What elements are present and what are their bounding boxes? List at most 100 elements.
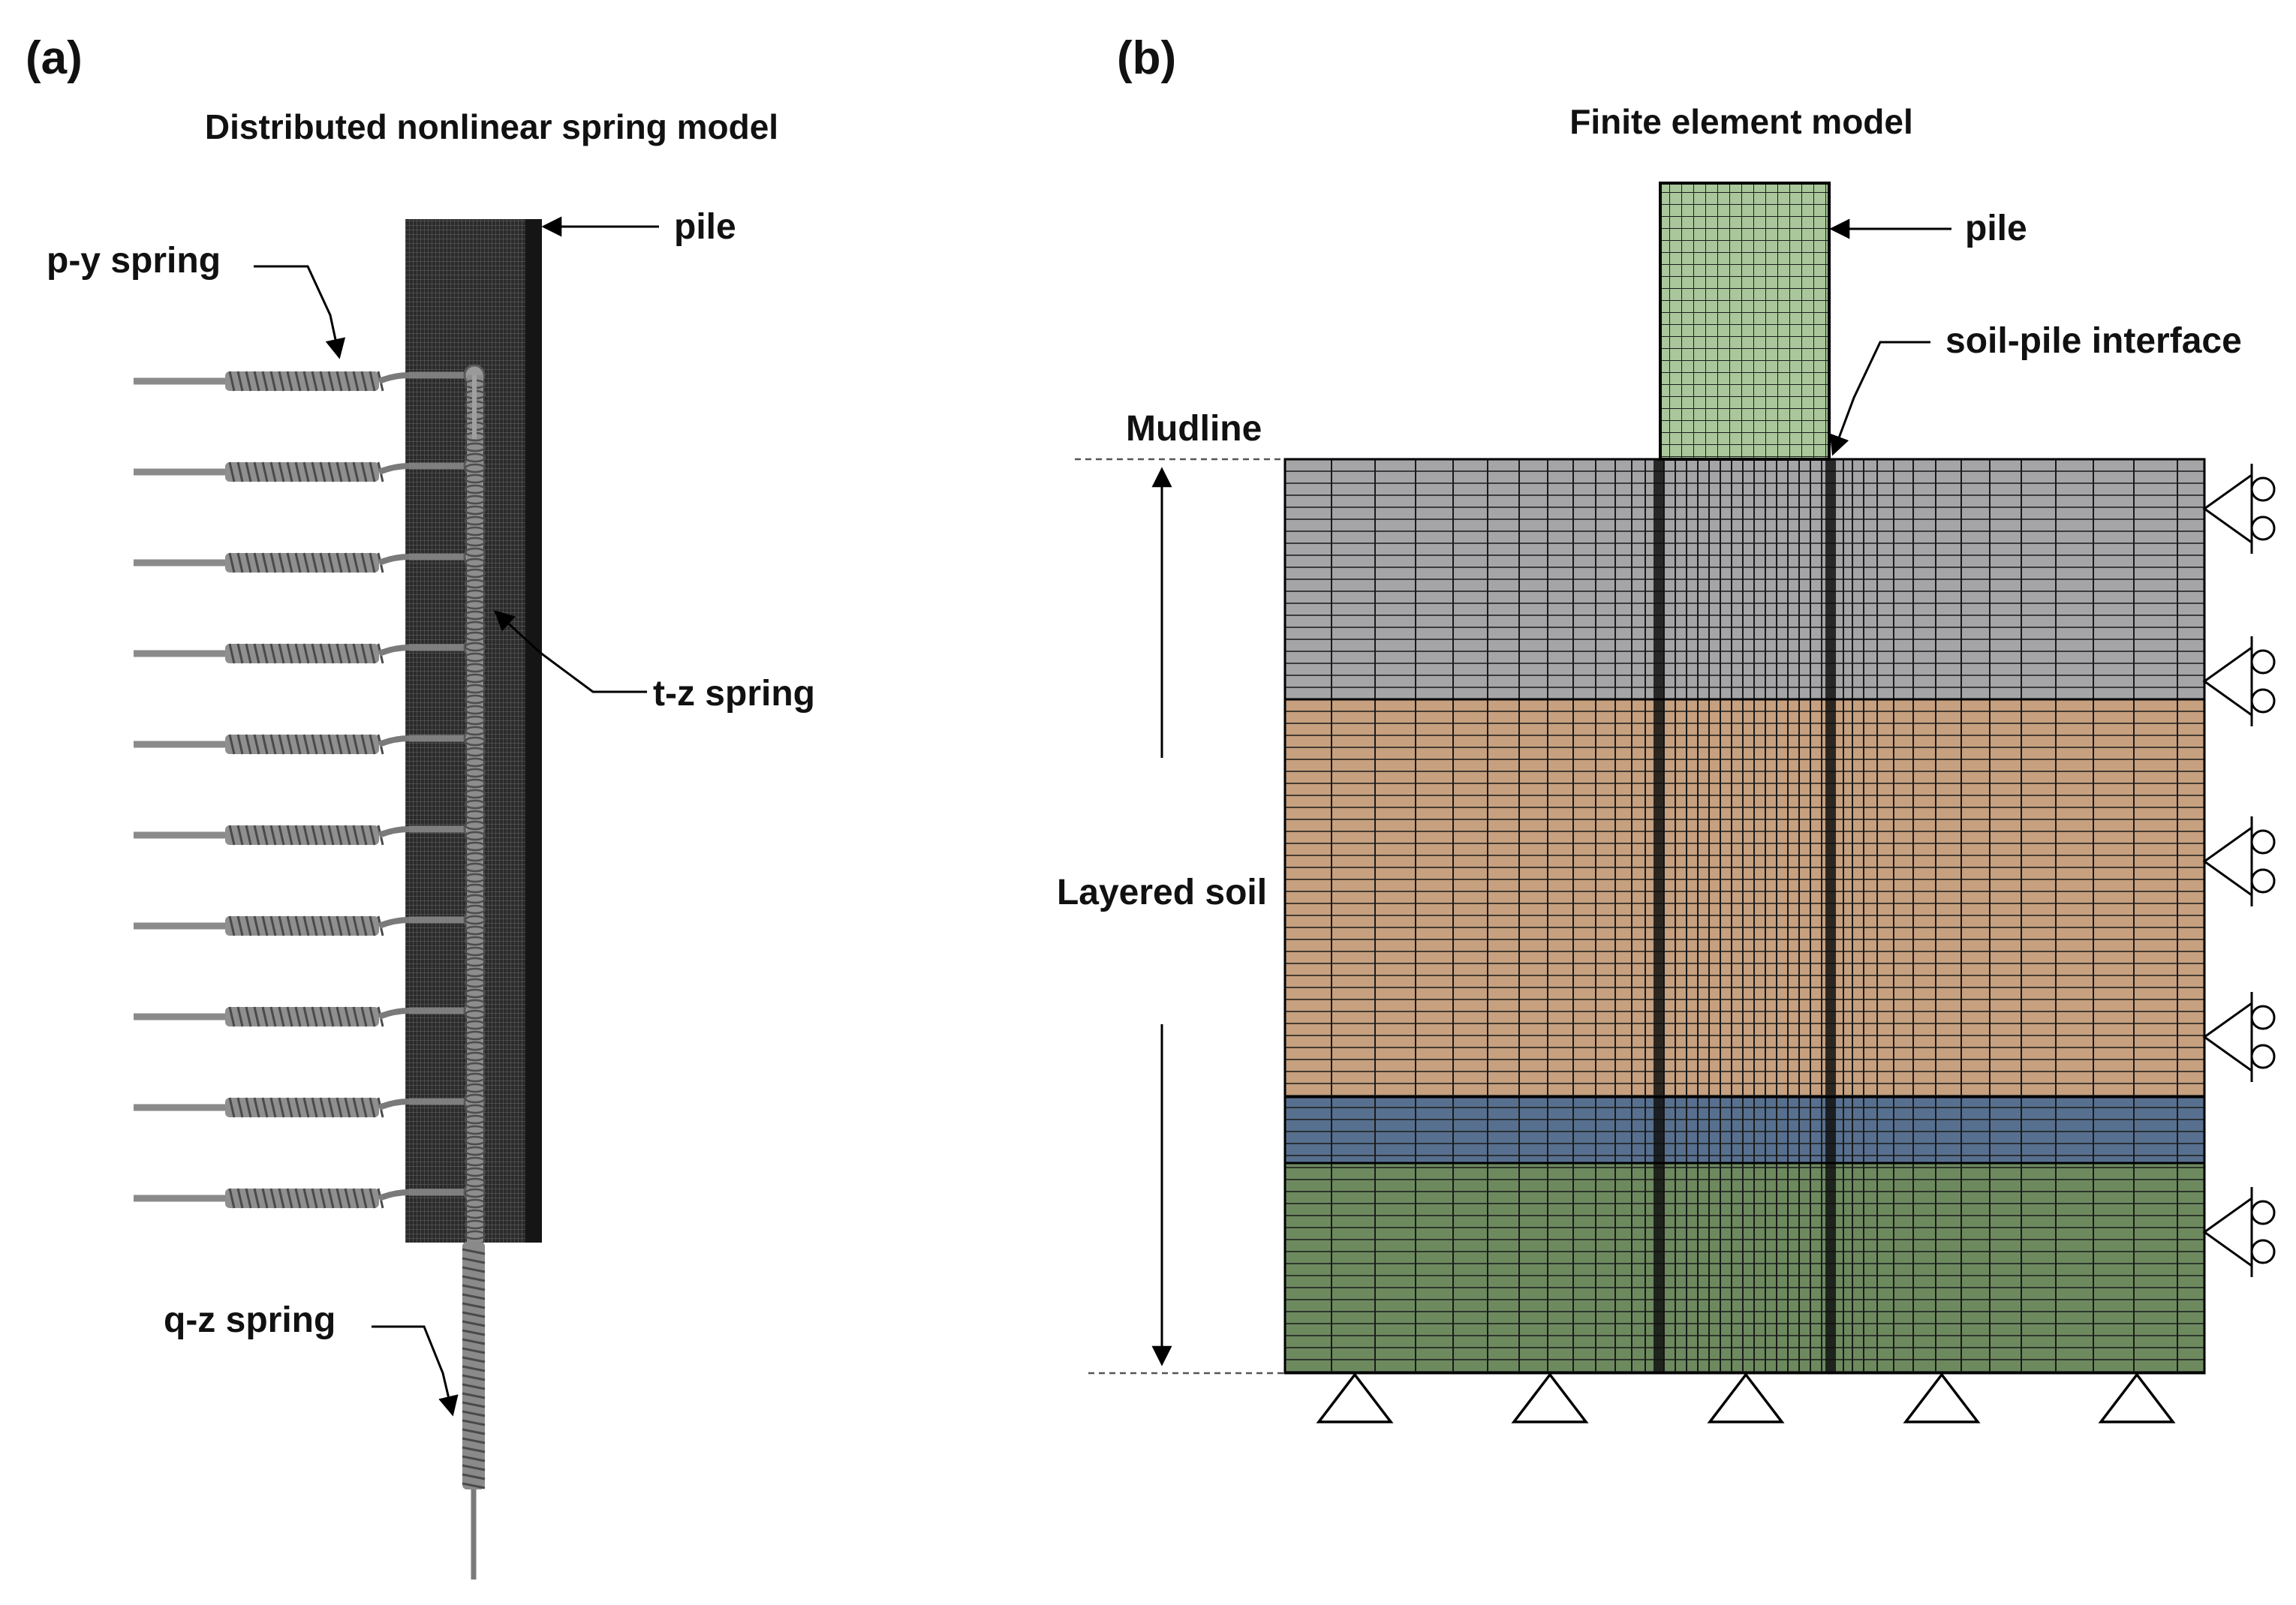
tz-coil-turn [464, 1146, 486, 1156]
py-coil-turn [245, 461, 252, 482]
roller-triangle [2202, 1001, 2253, 1073]
py-coil-turn [311, 461, 318, 482]
pin-support [1511, 1372, 1589, 1423]
py-coil-turn [236, 643, 244, 664]
qz-spring-label: q-z spring [164, 1300, 336, 1340]
py-spring-label: p-y spring [47, 241, 221, 281]
py-coil-turn [319, 734, 326, 755]
py-coil-turn [228, 552, 236, 573]
py-coil-turn [302, 371, 310, 392]
qz-coil-turn [462, 1311, 486, 1318]
py-coil-turn [269, 1188, 277, 1209]
py-coil-turn [286, 371, 293, 392]
py-coil-turn [278, 1006, 285, 1027]
qz-spring [462, 1242, 486, 1579]
tz-coil-turn [464, 1009, 486, 1020]
tz-coil-turn [464, 1104, 486, 1114]
qz-coil-turn [462, 1338, 486, 1345]
qz-coil-turn [462, 1329, 486, 1336]
py-coil-turn [269, 643, 277, 664]
py-coil-turn [286, 915, 293, 936]
tz-coil-turn [464, 1041, 486, 1051]
tz-coil-turn [464, 810, 486, 820]
py-coil-turn [236, 371, 244, 392]
py-coil-turn [311, 552, 318, 573]
py-coil-turn [245, 552, 252, 573]
py-coil-turn [294, 461, 302, 482]
py-coil-turn [278, 461, 285, 482]
py-coil-turn [253, 1188, 260, 1209]
py-coil-turn [228, 461, 236, 482]
qz-coil-turn [462, 1473, 486, 1480]
tz-coil-turn [464, 494, 486, 505]
py-spring-hook [378, 735, 410, 747]
tz-coil-turn [464, 1030, 486, 1041]
layered-soil-label: Layered soil [1057, 873, 1267, 912]
py-coil-turn [269, 371, 277, 392]
py-coil-turn [269, 734, 277, 755]
tz-coil-turn [464, 873, 486, 883]
py-coil-turn [311, 371, 318, 392]
tz-coil-turn [464, 852, 486, 862]
py-coil-turn [352, 734, 360, 755]
tz-coil-turn [464, 484, 486, 494]
py-spring-hook [378, 1008, 410, 1020]
py-coil-turn [369, 371, 376, 392]
py-spring-hook [378, 372, 410, 384]
py-coil-turn [360, 1188, 368, 1209]
tz-spring-label: t-z spring [653, 674, 815, 714]
tz-coil-turn [464, 642, 486, 652]
py-coil-turn [261, 1097, 269, 1118]
qz-coil-turn [462, 1320, 486, 1327]
tz-coil-turn [464, 558, 486, 568]
py-coil-turn [236, 1188, 244, 1209]
py-coil-turn [319, 825, 326, 846]
py-coil-turn [336, 734, 343, 755]
py-coil-turn [369, 825, 376, 846]
py-coil-turn [245, 643, 252, 664]
interface-leader [1829, 341, 1930, 456]
py-coil-turn [294, 1097, 302, 1118]
py-coil-turn [278, 552, 285, 573]
tz-coil-turn [464, 589, 486, 600]
tz-coil-turn [464, 757, 486, 768]
qz-coil-turn [462, 1464, 486, 1471]
py-coil-turn [236, 461, 244, 482]
py-coil-turn [286, 552, 293, 573]
py-coil-turn [344, 1097, 351, 1118]
tz-coil-turn [464, 925, 486, 936]
py-coil-turn [344, 371, 351, 392]
py-coil-turn [253, 371, 260, 392]
tz-coil-turn [464, 967, 486, 978]
py-coil-turn [352, 461, 360, 482]
py-coil-turn [228, 1188, 236, 1209]
py-coil-turn [245, 734, 252, 755]
py-coil-turn [302, 643, 310, 664]
panel-b-title: Finite element model [1569, 102, 1913, 141]
py-coil-turn [336, 1188, 343, 1209]
roller-wheel [2250, 476, 2276, 502]
panel-b: (b) Finite element model Mudline Layered… [1057, 32, 2276, 1423]
py-spring [134, 1181, 486, 1209]
tz-coil-turn [464, 1020, 486, 1030]
py-coil-turn [360, 643, 368, 664]
tz-coil-turn [464, 768, 486, 778]
py-coil-turn [369, 1188, 376, 1209]
qz-coil-turn [462, 1284, 486, 1291]
py-coil-turn [319, 1188, 326, 1209]
py-coil-turn [369, 1006, 376, 1027]
py-coil-turn [286, 1097, 293, 1118]
py-coil-turn [344, 825, 351, 846]
py-coil-turn [228, 734, 236, 755]
tz-coil-turn [464, 1198, 486, 1209]
py-coil-turn [286, 643, 293, 664]
py-coil-turn [278, 1097, 285, 1118]
py-coil-turn [269, 1097, 277, 1118]
roller-triangle [2202, 645, 2253, 717]
py-coil-turn [327, 734, 335, 755]
py-coil-turn [311, 734, 318, 755]
py-coil-turn [269, 1006, 277, 1027]
tz-coil-turn [464, 1219, 486, 1230]
qz-coil-turn [462, 1428, 486, 1435]
py-coil-turn [336, 643, 343, 664]
